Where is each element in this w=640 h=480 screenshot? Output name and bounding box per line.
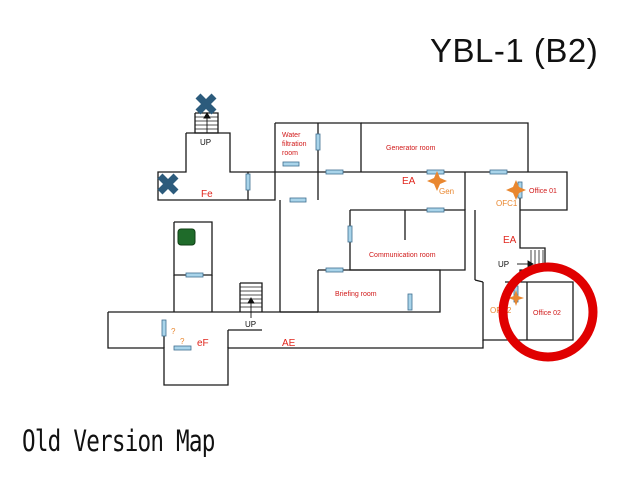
marker-question: ? — [180, 337, 185, 346]
walls — [107, 112, 574, 386]
room-label-water: room — [282, 150, 298, 157]
room-label-briefing: Briefing room — [335, 291, 377, 298]
marker-gen: Gen — [439, 187, 454, 196]
room-label-water: Water — [282, 132, 301, 139]
marker-ea: EA — [503, 235, 517, 246]
marker-question: ? — [171, 327, 176, 336]
door — [426, 207, 445, 213]
stairs-up-label: UP — [245, 320, 256, 329]
blocked-x-icon — [157, 93, 217, 195]
door — [407, 293, 413, 311]
marker-fe: Fe — [201, 189, 213, 200]
door — [325, 169, 344, 175]
stairs-icon — [195, 116, 544, 308]
sparkle-icon — [427, 171, 526, 306]
door — [426, 169, 445, 175]
door — [315, 133, 321, 151]
room-label-communication: Communication room — [369, 252, 436, 259]
door — [282, 161, 300, 167]
room-label-office01: Office 01 — [529, 188, 557, 195]
highlight-circle — [498, 262, 598, 362]
room-label-generator: Generator room — [386, 145, 436, 152]
door — [185, 272, 204, 278]
stairs-up-label: UP — [498, 260, 509, 269]
door — [289, 197, 307, 203]
door — [347, 225, 353, 243]
stairs-up-label: UP — [200, 138, 211, 147]
door — [161, 319, 167, 337]
room-label-office02: Office 02 — [533, 310, 561, 317]
marker-ea: EA — [402, 176, 416, 187]
door — [173, 345, 192, 351]
room-label-water: filtration — [282, 141, 307, 148]
green-square-icon — [177, 228, 196, 246]
marker-ef: eF — [197, 338, 209, 349]
door — [489, 169, 508, 175]
map-title: YBL-1 (B2) — [430, 32, 599, 69]
arrow-up-icon — [203, 112, 534, 318]
doors — [161, 133, 523, 351]
map-footer: Old Version Map — [22, 424, 215, 458]
door — [245, 173, 251, 191]
door — [325, 267, 344, 273]
marker-ae: AE — [282, 338, 296, 349]
marker-ofc1: OFC1 — [496, 199, 518, 208]
